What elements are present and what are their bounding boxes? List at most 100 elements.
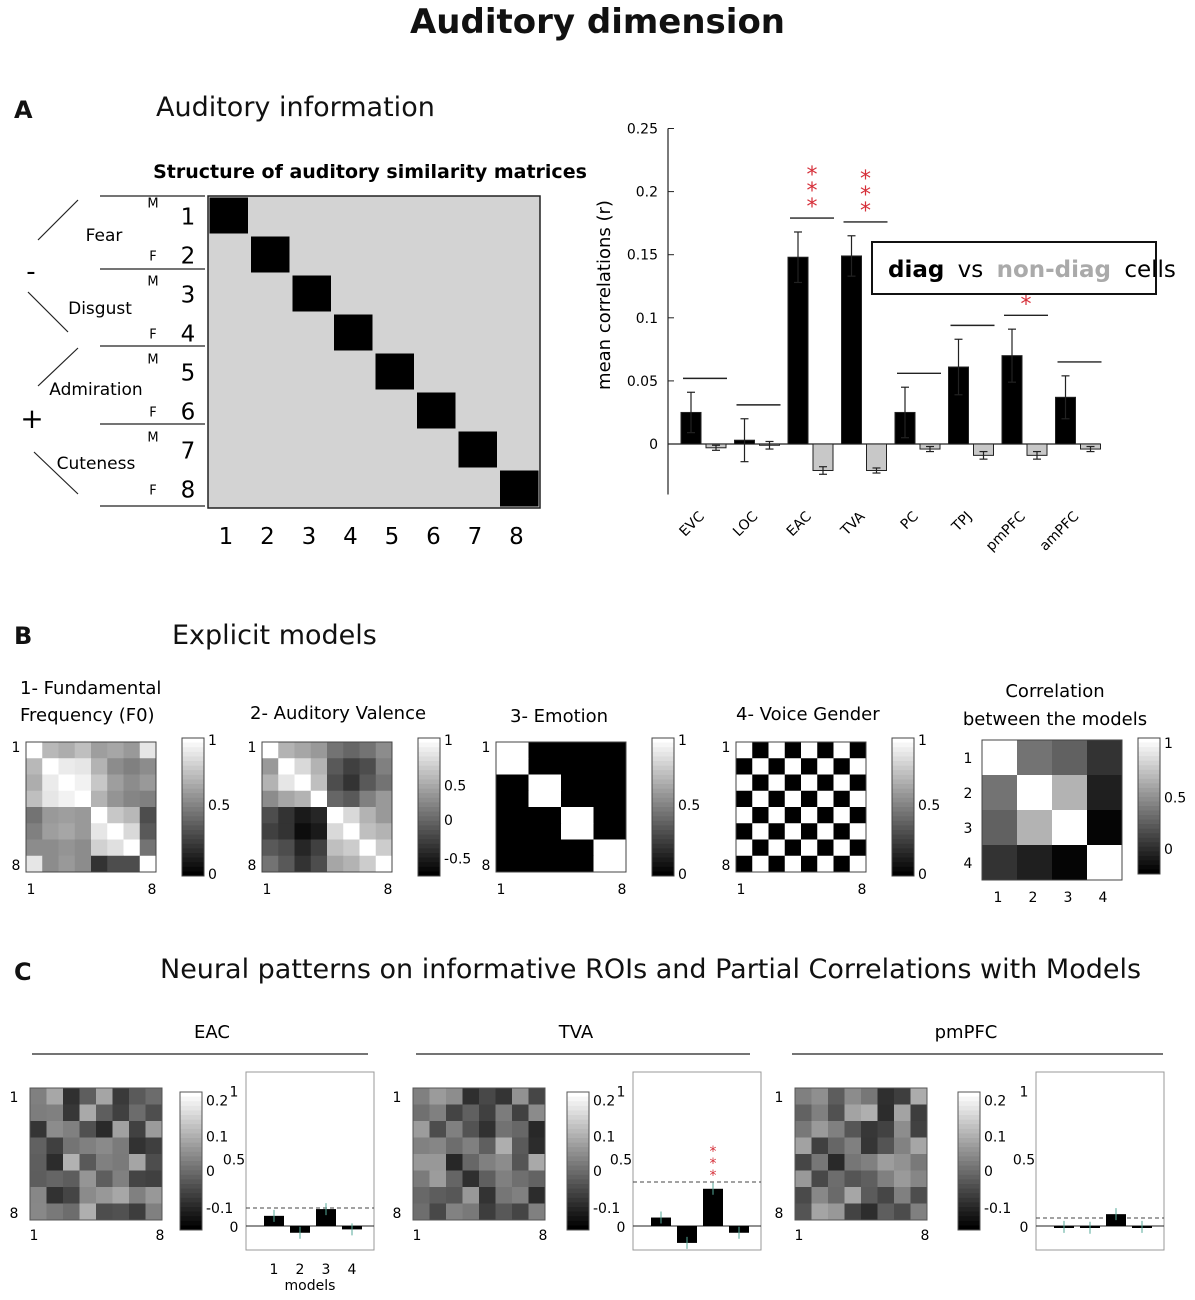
matrix-cell	[577, 774, 594, 792]
colorbar-step	[567, 1225, 589, 1231]
colorbar-step	[567, 1216, 589, 1222]
colorbar-step	[652, 788, 674, 794]
colorbar-step	[892, 830, 914, 836]
colorbar-step	[182, 774, 204, 780]
significance-star: *	[860, 199, 871, 224]
neural-matrix-cell	[30, 1170, 47, 1188]
colorbar-step	[652, 779, 674, 785]
matrix-cell	[833, 774, 851, 792]
axis-label: 1	[413, 1228, 422, 1244]
diagonal-cell	[458, 431, 497, 468]
colorbar-step	[652, 761, 674, 767]
neural-matrix-cell	[528, 1187, 546, 1204]
column-number: 8	[509, 524, 524, 550]
neural-matrix-cell	[795, 1154, 812, 1171]
axis-label: 8	[921, 1228, 930, 1244]
matrix-cell	[784, 742, 802, 759]
neural-matrix-cell	[495, 1203, 513, 1221]
neural-matrix-cell	[462, 1104, 480, 1122]
colorbar-step	[958, 1110, 980, 1116]
matrix-cell	[262, 758, 279, 775]
matrix-cell	[593, 742, 611, 759]
matrix-cell	[278, 855, 295, 873]
neural-matrix-cell	[46, 1203, 64, 1221]
matrix-cell	[58, 823, 76, 840]
matrix-cell	[593, 758, 611, 775]
matrix-cell	[833, 807, 851, 824]
axis-label: 8	[248, 858, 257, 874]
row-label: 2	[964, 786, 973, 802]
colorbar-step	[958, 1092, 980, 1098]
panel-b-title: Explicit models	[172, 620, 377, 651]
matrix-cell	[139, 774, 157, 792]
matrix-cell	[609, 807, 627, 824]
neural-matrix-cell	[844, 1154, 862, 1171]
colorbar-step	[418, 834, 440, 840]
neural-matrix-cell	[462, 1137, 480, 1155]
matrix-cell	[512, 790, 529, 808]
partial-correlation-bar	[316, 1209, 336, 1226]
neural-matrix-cell	[894, 1203, 911, 1221]
neural-matrix-cell	[413, 1203, 430, 1221]
matrix-cell	[544, 839, 562, 857]
colorbar-tick: 1	[444, 733, 453, 749]
colorbar-step	[892, 742, 914, 748]
colorbar-step	[567, 1110, 589, 1116]
neural-matrix-cell	[479, 1203, 496, 1221]
neural-matrix-cell	[844, 1203, 862, 1221]
colorbar-step	[567, 1179, 589, 1185]
neural-matrix-cell	[479, 1187, 496, 1204]
neural-matrix-cell	[112, 1088, 130, 1105]
colorbar-step	[567, 1115, 589, 1121]
legend-nondiag: non-diag	[997, 257, 1111, 283]
colorbar-tick: 1	[678, 733, 687, 749]
matrix-cell	[768, 823, 786, 840]
neural-matrix-cell	[129, 1154, 146, 1171]
colorbar-step	[892, 797, 914, 803]
matrix-cell	[801, 807, 818, 824]
matrix-cell	[91, 742, 108, 759]
matrix-cell	[736, 823, 753, 840]
colorbar-tick: 0.5	[1164, 790, 1186, 806]
matrix-cell	[609, 855, 627, 873]
correlation-cell	[1087, 845, 1123, 881]
matrix-cell	[139, 807, 157, 824]
colorbar-step	[958, 1133, 980, 1139]
neural-matrix-cell	[96, 1137, 113, 1155]
axis-label: 8	[156, 1228, 165, 1244]
neural-matrix-cell	[63, 1187, 80, 1204]
matrix-cell	[74, 774, 92, 792]
neural-matrix-cell	[495, 1088, 513, 1105]
row-number: 5	[181, 361, 196, 387]
neural-matrix-cell	[46, 1154, 64, 1171]
colorbar-tick: 0.5	[208, 798, 230, 814]
explicit-models-row: 1- Fundamental Frequency (F0) 2- Auditor…	[12, 678, 1187, 906]
matrix-cell	[496, 823, 513, 840]
neural-matrix-cell	[811, 1088, 829, 1105]
neural-matrix-cell	[811, 1121, 829, 1138]
matrix-cell	[359, 742, 377, 759]
matrix-cell	[528, 758, 546, 775]
matrix-cell	[817, 758, 834, 775]
matrix-cell	[512, 823, 529, 840]
gender-label: F	[149, 250, 156, 265]
matrix-cell	[833, 839, 851, 857]
matrix-cell	[577, 855, 594, 873]
neural-matrix-cell	[910, 1187, 928, 1204]
column-number: 7	[468, 524, 483, 550]
matrix-cell	[752, 774, 769, 792]
gender-label: M	[147, 197, 158, 212]
y-axis-label: mean correlations (r)	[594, 200, 615, 390]
matrix-cell	[58, 855, 76, 873]
neural-matrix-cell	[910, 1137, 928, 1155]
colorbar-step	[1138, 774, 1160, 780]
matrix-cell	[278, 742, 295, 759]
colorbar-step	[1138, 828, 1160, 834]
neural-matrix-cell	[910, 1170, 928, 1188]
matrix-cell	[26, 823, 43, 840]
matrix-cell	[833, 823, 851, 840]
column-number: 3	[302, 524, 317, 550]
neural-matrix-cell	[479, 1170, 496, 1188]
